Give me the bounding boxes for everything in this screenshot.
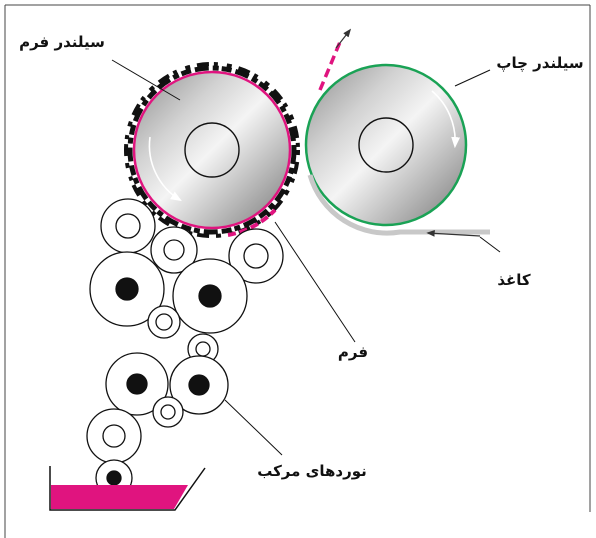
label-form: فرم [338,343,368,361]
paper-arrow-icon [426,230,481,237]
paper-path [307,28,490,237]
print-cylinder [304,63,468,227]
rotation-arrow-icon [148,136,182,202]
leader-lines [111,59,501,456]
ink-fountain [49,466,206,511]
label-paper: کاغذ [497,271,531,289]
form-strip [227,208,277,237]
frame [4,4,591,538]
label-ink-rollers: نوردهای مرکب [257,462,367,480]
label-print-cylinder: سیلندر چاپ [496,54,583,73]
label-form-cylinder: سیلندر فرم [19,33,105,51]
exit-arrow-icon [335,28,352,49]
form-cylinder [124,62,300,238]
ink-rollers [86,198,284,497]
rotation-arrow-icon-2 [431,90,461,149]
